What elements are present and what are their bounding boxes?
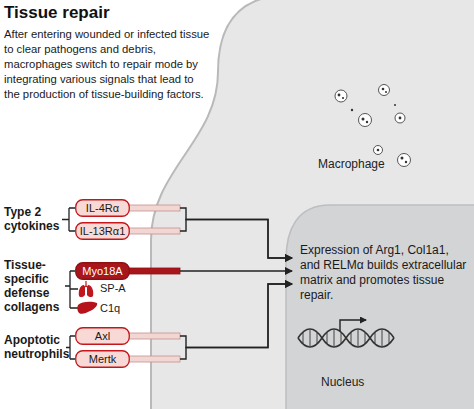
figure-title: Tissue repair — [4, 3, 110, 23]
dna-helix — [298, 329, 394, 347]
node-text: Macrophage — [318, 157, 428, 172]
node-text: Nucleus — [321, 375, 411, 390]
receptor-name: IL-13Rα1 — [75, 222, 130, 240]
left-bracket — [65, 271, 78, 308]
signal-connector — [180, 284, 292, 348]
receptor-stalk — [128, 268, 180, 274]
signal-group: Type 2 cytokines — [4, 205, 64, 233]
receptor-name: IL-4Rα — [75, 199, 130, 217]
nucleus-outline — [285, 205, 474, 409]
liver-icon — [77, 302, 97, 314]
receptor-name: Axl — [75, 327, 130, 345]
receptor-outline — [75, 327, 180, 345]
vesicle-debris — [338, 88, 408, 164]
ligand-name: SP-A — [100, 282, 140, 295]
cell-membrane — [151, 0, 474, 409]
receptor-stalk — [128, 333, 180, 339]
receptor-stalk — [128, 228, 180, 234]
signal-connector — [180, 220, 292, 259]
receptor-box: Axl — [75, 327, 180, 345]
receptor-stalk — [128, 356, 180, 362]
receptor-head — [76, 200, 130, 217]
ligand-name: C1q — [100, 302, 140, 315]
receptor-box: IL-4Rα — [75, 199, 180, 217]
intro-text: After entering wounded or infected tissu… — [4, 27, 212, 102]
receptor-box: Myo18A — [75, 262, 180, 280]
receptor-stalk — [128, 205, 180, 211]
receptor-head — [76, 351, 130, 368]
signal-connector — [180, 284, 292, 359]
macrophage-cell: MacrophageNucleus Expression of Arg1, Col… — [150, 0, 474, 409]
receptor-head — [76, 328, 130, 345]
nucleus-region: Nucleus Expression of Arg1, Col1a1, and R… — [285, 205, 474, 409]
signal-group: Tissue-specific defense collagens — [4, 258, 66, 314]
receptor-head — [76, 223, 130, 240]
signal-group: Apoptotic neutrophils — [4, 333, 70, 361]
transcription-arrow — [340, 320, 366, 331]
receptor-name: Mertk — [75, 350, 130, 368]
signal-connector — [180, 270, 292, 271]
vesicles — [335, 85, 411, 167]
left-bracket — [62, 208, 75, 231]
expression-box: Expression of Arg1, Col1a1, and RELMα bu… — [292, 235, 470, 320]
lung-icon — [79, 281, 94, 297]
receptor-box: Mertk — [75, 350, 180, 368]
nuclear-envelope — [286, 205, 474, 409]
receptor-box: IL-13Rα1 — [75, 222, 180, 240]
node-text: Expression of Arg1, Col1a1, and RELMα bu… — [300, 243, 468, 303]
receptor-head — [76, 263, 130, 280]
receptor-name: Myo18A — [75, 262, 130, 280]
signal-connector — [180, 208, 292, 258]
